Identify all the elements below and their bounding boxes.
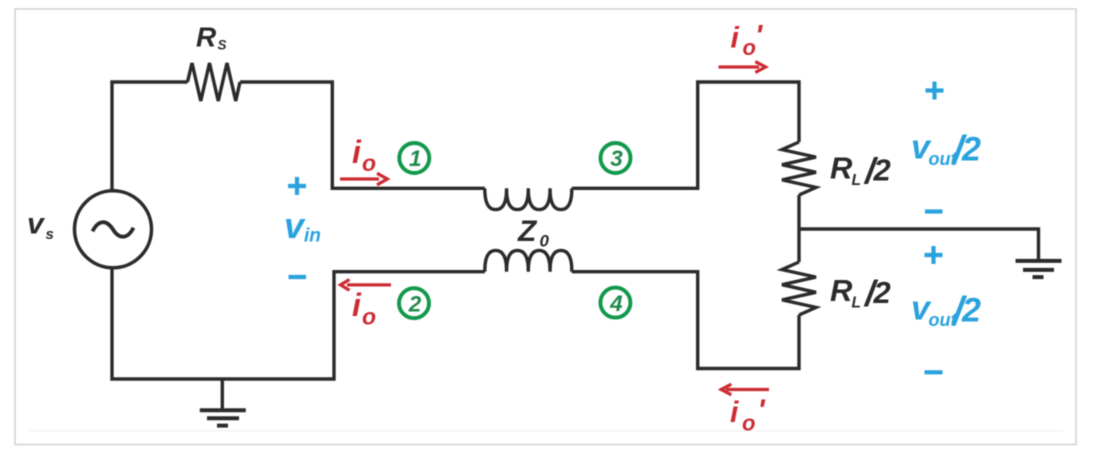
svg-text:1: 1 — [409, 146, 422, 171]
svg-text:i: i — [352, 287, 362, 323]
svg-text:L: L — [852, 172, 861, 189]
svg-text:3: 3 — [610, 146, 623, 171]
svg-text:R: R — [196, 22, 217, 53]
svg-text:R: R — [830, 151, 853, 186]
svg-text:/: / — [863, 150, 879, 191]
svg-text:2: 2 — [961, 292, 981, 330]
svg-text:out: out — [929, 149, 958, 169]
svg-text:L: L — [852, 295, 861, 312]
svg-text:': ' — [758, 394, 766, 427]
svg-text:R: R — [830, 273, 853, 308]
svg-text:': ' — [755, 20, 763, 53]
svg-text:o: o — [362, 304, 376, 330]
svg-text:s: s — [46, 226, 54, 243]
svg-text:v: v — [911, 129, 932, 167]
svg-text:in: in — [304, 226, 321, 247]
svg-text:Z: Z — [517, 215, 538, 248]
svg-text:o: o — [743, 35, 756, 60]
svg-text:/: / — [951, 129, 968, 173]
svg-text:/: / — [951, 290, 968, 334]
svg-text:i: i — [352, 134, 362, 170]
svg-text:4: 4 — [609, 291, 623, 316]
svg-text:o: o — [362, 150, 376, 176]
svg-text:S: S — [218, 38, 227, 53]
svg-text:/: / — [863, 273, 879, 314]
svg-text:2: 2 — [961, 131, 981, 169]
svg-text:v: v — [911, 290, 932, 328]
svg-text:out: out — [929, 310, 958, 330]
svg-text:v: v — [284, 205, 306, 246]
svg-text:i: i — [731, 22, 740, 55]
svg-text:2: 2 — [873, 153, 891, 188]
svg-text:2: 2 — [873, 275, 891, 310]
svg-text:v: v — [27, 208, 46, 241]
svg-text:i: i — [730, 396, 739, 429]
svg-text:o: o — [742, 411, 755, 436]
svg-text:0: 0 — [540, 232, 550, 251]
svg-text:2: 2 — [408, 291, 422, 316]
